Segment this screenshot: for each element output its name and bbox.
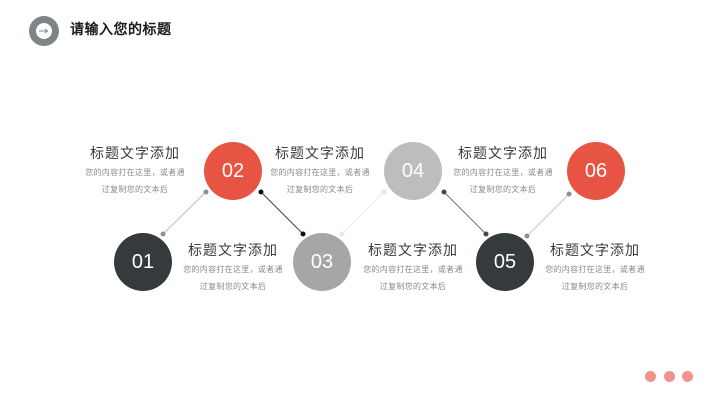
step-title: 标题文字添加 bbox=[458, 146, 548, 162]
step-title: 标题文字添加 bbox=[188, 243, 278, 259]
step-desc: 您的内容打在这里，或者通过复制您的文本后 bbox=[545, 265, 645, 291]
step-text-06-bottom: 标题文字添加 您的内容打在这里，或者通过复制您的文本后 bbox=[535, 242, 655, 295]
step-title: 标题文字添加 bbox=[368, 243, 458, 259]
step-desc: 您的内容打在这里，或者通过复制您的文本后 bbox=[270, 168, 370, 194]
step-text-04-bottom: 标题文字添加 您的内容打在这里，或者通过复制您的文本后 bbox=[353, 242, 473, 295]
page-title: 请输入您的标题 bbox=[70, 22, 172, 38]
step-circle-04: 04 bbox=[384, 142, 442, 200]
step-title: 标题文字添加 bbox=[275, 146, 365, 162]
step-circle-06: 06 bbox=[567, 142, 625, 200]
step-desc: 您的内容打在这里，或者通过复制您的文本后 bbox=[85, 168, 185, 194]
step-desc: 您的内容打在这里，或者通过复制您的文本后 bbox=[183, 265, 283, 291]
step-text-05-top: 标题文字添加 您的内容打在这里，或者通过复制您的文本后 bbox=[443, 145, 563, 198]
step-circle-02: 02 bbox=[204, 142, 262, 200]
step-circle-01: 01 bbox=[114, 233, 172, 291]
header-icon bbox=[29, 16, 59, 46]
arrow-right-icon bbox=[36, 23, 52, 39]
decor-dot-3 bbox=[682, 371, 693, 382]
step-text-01: 标题文字添加 您的内容打在这里，或者通过复制您的文本后 bbox=[173, 242, 293, 295]
step-circle-05: 05 bbox=[476, 233, 534, 291]
step-text-02: 标题文字添加 您的内容打在这里，或者通过复制您的文本后 bbox=[75, 145, 195, 198]
step-title: 标题文字添加 bbox=[90, 146, 180, 162]
step-desc: 您的内容打在这里，或者通过复制您的文本后 bbox=[363, 265, 463, 291]
step-circle-03: 03 bbox=[293, 233, 351, 291]
step-title: 标题文字添加 bbox=[550, 243, 640, 259]
step-desc: 您的内容打在这里，或者通过复制您的文本后 bbox=[453, 168, 553, 194]
decor-dot-1 bbox=[645, 371, 656, 382]
step-text-03-top: 标题文字添加 您的内容打在这里，或者通过复制您的文本后 bbox=[260, 145, 380, 198]
decor-dot-2 bbox=[664, 371, 675, 382]
